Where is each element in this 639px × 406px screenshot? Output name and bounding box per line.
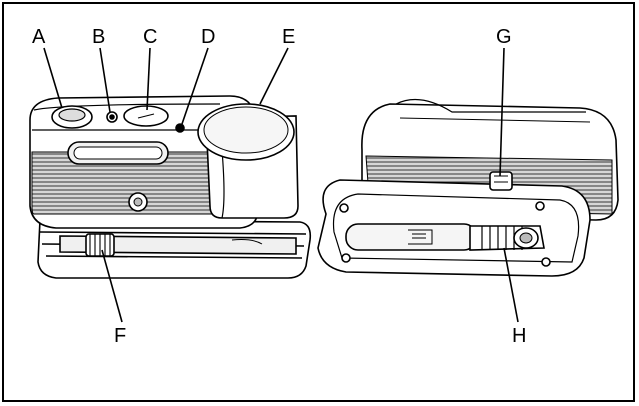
leader-d bbox=[181, 47, 209, 125]
leader-b bbox=[99, 47, 111, 113]
leader-h bbox=[503, 247, 519, 323]
callout-c: C bbox=[143, 26, 157, 48]
leader-c bbox=[146, 47, 151, 111]
callout-a: A bbox=[32, 26, 46, 48]
leader-e bbox=[259, 47, 289, 105]
leader-lines bbox=[43, 47, 519, 323]
compressor-bottom-view bbox=[317, 98, 619, 277]
callout-b: B bbox=[92, 26, 105, 48]
leader-a bbox=[43, 47, 63, 109]
figure-frame bbox=[2, 2, 635, 402]
leader-g bbox=[499, 47, 505, 177]
callout-h: H bbox=[512, 325, 526, 347]
compressor-front-view bbox=[29, 95, 312, 279]
callout-g: G bbox=[496, 26, 512, 48]
callout-e: E bbox=[282, 26, 295, 48]
callout-d: D bbox=[201, 26, 215, 48]
leader-f bbox=[101, 249, 123, 323]
callout-f: F bbox=[114, 325, 126, 347]
